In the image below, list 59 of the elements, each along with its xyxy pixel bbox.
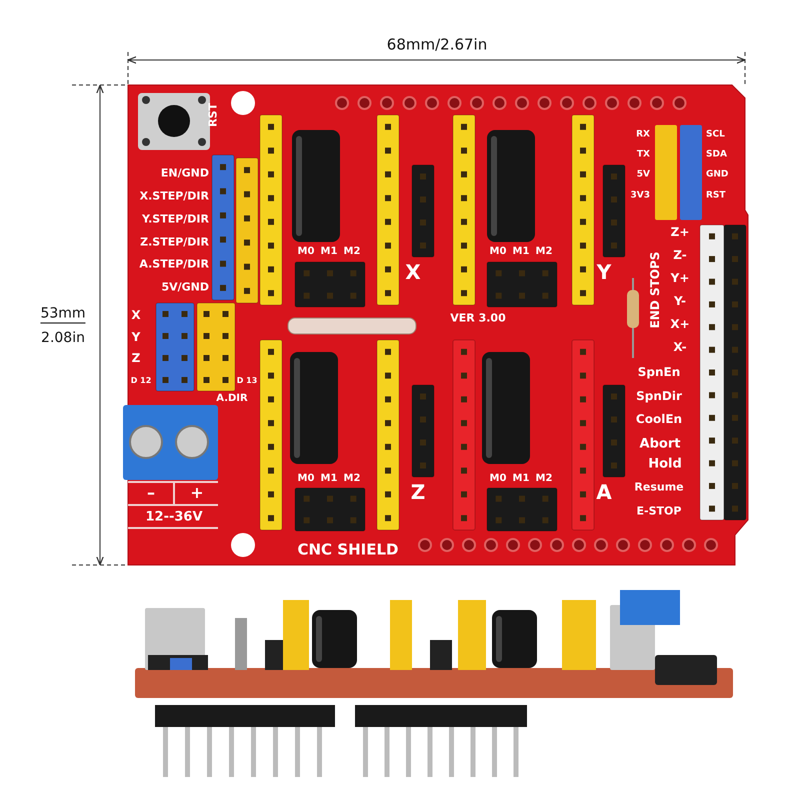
- pin-label: SpnDir: [636, 390, 682, 402]
- pin-label: M0: [490, 247, 506, 257]
- board-title: CNC SHIELD: [298, 542, 398, 558]
- pin-label: Z-: [673, 249, 687, 261]
- pin-label: D 13: [236, 377, 258, 385]
- pin-label: M0: [298, 247, 314, 257]
- pin-label: M1: [320, 474, 338, 484]
- pin-label: 5V/GND: [161, 282, 209, 292]
- polarity-sign: +: [190, 485, 204, 501]
- pin-label: X: [131, 309, 141, 321]
- pin-label: M1: [320, 247, 338, 257]
- dimension-text: 53mm: [40, 306, 86, 324]
- pin-label: Y.STEP/DIR: [142, 214, 209, 224]
- voltage-label: 12--36V: [145, 510, 203, 524]
- pin-label: CoolEn: [636, 413, 682, 425]
- axis-letter: Z: [410, 482, 426, 502]
- pin-label: SpnEn: [638, 366, 680, 378]
- pin-label: A.STEP/DIR: [139, 258, 209, 270]
- pin-label: 3V3: [630, 192, 650, 200]
- version-text: VER 3.00: [450, 312, 506, 324]
- dimension-text: 2.08in: [41, 331, 85, 345]
- axis-letter: Y: [596, 262, 612, 282]
- pin-label: Z.STEP/DIR: [140, 236, 209, 248]
- section-label: END STOPS: [649, 252, 661, 328]
- pin-label: M0: [490, 474, 506, 484]
- pin-label: M0: [298, 474, 314, 484]
- pin-label: X-: [673, 341, 687, 353]
- pin-label: RX: [636, 130, 650, 140]
- pin-label: Z+: [670, 226, 690, 238]
- pin-label: SDA: [706, 150, 727, 160]
- pin-label: M2: [344, 474, 360, 484]
- pin-label: D 12: [130, 377, 152, 385]
- pin-label: GND: [706, 170, 728, 180]
- pin-label: Abort: [640, 438, 680, 450]
- pin-label: Y+: [670, 272, 690, 284]
- pin-label: Y-: [674, 295, 686, 307]
- pin-label: Z: [132, 352, 140, 364]
- pin-label: 5V: [636, 170, 650, 180]
- pin-label: M1: [512, 247, 530, 257]
- pin-label: E-STOP: [636, 506, 682, 516]
- pin-label: A.DIR: [216, 394, 248, 404]
- polarity-sign: –: [147, 485, 155, 501]
- pin-label: RST: [208, 103, 218, 127]
- pin-label: TX: [636, 150, 650, 160]
- axis-letter: X: [405, 262, 421, 282]
- axis-letter: A: [596, 482, 612, 502]
- pin-label: RST: [706, 192, 726, 200]
- pin-label: M1: [512, 474, 530, 484]
- pin-label: Y: [132, 331, 140, 343]
- pin-label: M2: [536, 247, 552, 257]
- dimension-text: 68mm/2.67in: [386, 38, 488, 52]
- pin-label: X.STEP/DIR: [140, 190, 209, 202]
- pin-label: Resume: [634, 482, 684, 492]
- pin-label: Hold: [648, 458, 682, 470]
- pin-label: M2: [536, 474, 552, 484]
- pin-label: SCL: [706, 130, 725, 140]
- pin-label: EN/GND: [160, 168, 209, 178]
- pin-label: M2: [344, 247, 360, 257]
- pin-label: X+: [670, 318, 690, 330]
